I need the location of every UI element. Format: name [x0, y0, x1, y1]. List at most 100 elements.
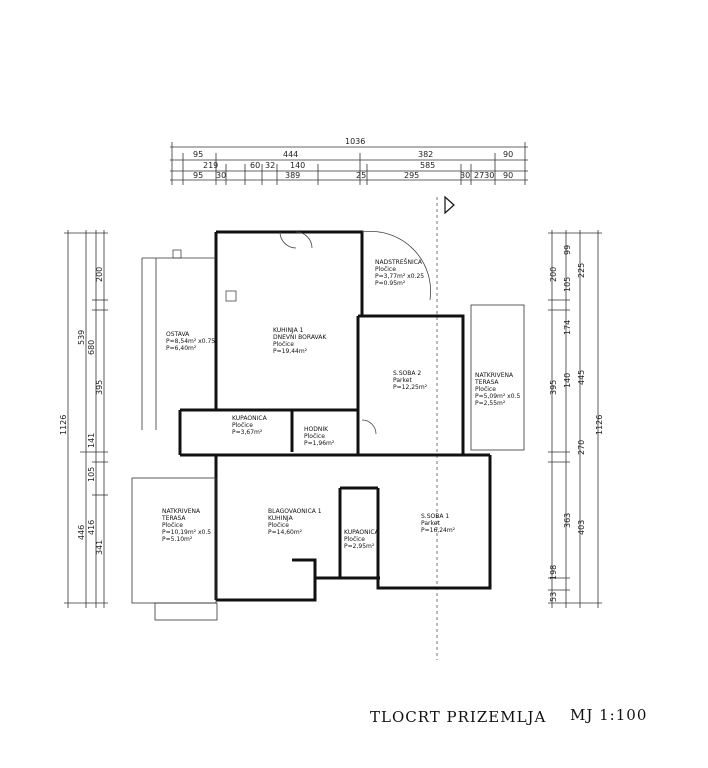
room-area: P=10,19m² x0.5	[162, 529, 211, 536]
room-hodnik: HODNIK Pločice P=1,96m²	[304, 426, 335, 447]
dim-right: 445	[577, 370, 586, 385]
room-terasa-right: NATKRIVENA TERASA Pločice P=5,09m² x0.5 …	[474, 372, 520, 407]
section-arrow-icon	[444, 195, 455, 215]
dim-top: 95	[193, 150, 203, 159]
room-floor: Pločice	[344, 536, 365, 543]
room-floor: Pločice	[375, 266, 396, 273]
room-name: NADSTREŠNICA	[375, 259, 423, 266]
dim-right: 363	[563, 513, 572, 528]
room-area: P=19,44m²	[273, 348, 308, 355]
dim-top: 295	[404, 171, 419, 180]
dim-right: 200	[549, 267, 558, 282]
room-area: P=5.10m²	[162, 536, 193, 543]
room-name: TERASA	[161, 515, 186, 522]
dim-right: 53	[549, 592, 558, 602]
dim-top: 60	[250, 161, 260, 170]
dim-top: 30	[460, 171, 470, 180]
drawing-title: TLOCRT PRIZEMLJA	[370, 708, 546, 726]
room-terasa-left: NATKRIVENA TERASA Pločice P=10,19m² x0.5…	[161, 508, 211, 543]
room-area: P=3,67m²	[232, 429, 263, 436]
room-floor: Pločice	[268, 522, 289, 529]
room-soba1: S.SOBA 1 Parket P=16,24m²	[421, 513, 456, 534]
dim-left: 539	[77, 330, 86, 345]
dim-right: 1126	[595, 415, 604, 435]
room-name: S.SOBA 2	[393, 370, 421, 377]
room-kupaonica-bottom: KUPAONICA Pločice P=2,95m²	[344, 529, 380, 550]
section-line	[436, 195, 455, 660]
room-floor: Pločice	[475, 386, 496, 393]
dim-right: 105	[563, 277, 572, 292]
room-area: P=0.95m²	[375, 280, 406, 287]
dim-top: 90	[503, 150, 513, 159]
room-area: P=5,09m² x0.5	[475, 393, 520, 400]
room-name: TERASA	[474, 379, 499, 386]
room-name: BLAGOVAONICA 1	[268, 508, 322, 515]
room-name: KUPAONICA	[232, 415, 268, 422]
room-area: P=14,60m²	[268, 529, 303, 536]
dim-top: 2730	[474, 171, 494, 180]
top-dimensions: 1036 95 444 382 90 219 60 32 140 585 95 …	[170, 137, 528, 185]
dim-right: 99	[563, 245, 572, 255]
chimney-icon	[225, 290, 237, 302]
right-dimensions: 200 395 198 53 99 105 174 140 363 225 44…	[548, 230, 604, 608]
dim-right: 270	[577, 440, 586, 455]
drawing-scale: MJ 1:100	[570, 706, 647, 724]
column-icon	[172, 249, 182, 259]
room-floor: Pločice	[232, 422, 253, 429]
room-floor: Pločice	[273, 341, 294, 348]
dim-top: 219	[203, 161, 218, 170]
room-name: S.SOBA 1	[421, 513, 449, 520]
dim-top: 382	[418, 150, 433, 159]
dim-left: 1126	[59, 415, 68, 435]
dim-top-total: 1036	[345, 137, 365, 146]
room-floor: Pločice	[162, 522, 183, 529]
dim-top: 30	[216, 171, 226, 180]
room-area: P=12,25m²	[393, 384, 428, 391]
room-area: P=2,95m²	[344, 543, 375, 550]
dim-top: 95	[193, 171, 203, 180]
room-name: KUHINJA	[268, 515, 294, 522]
room-floor: Pločice	[304, 433, 325, 440]
dim-right: 140	[563, 373, 572, 388]
dim-top: 90	[503, 171, 513, 180]
dim-right: 225	[577, 263, 586, 278]
room-name: OSTAVA	[166, 331, 190, 338]
room-name: KUPAONICA	[344, 529, 380, 536]
room-kuhinja1: KUHINJA 1 DNEVNI BORAVAK Pločice P=19,44…	[273, 327, 327, 355]
dim-left: 141	[87, 433, 96, 448]
room-area: P=2,55m²	[475, 400, 506, 407]
dim-right: 395	[549, 380, 558, 395]
dim-left: 341	[95, 540, 104, 555]
room-name: KUHINJA 1	[273, 327, 304, 334]
dim-left: 200	[95, 267, 104, 282]
room-name: NATKRIVENA	[162, 508, 201, 515]
room-area: P=1,96m²	[304, 440, 335, 447]
room-nadstresnica: NADSTREŠNICA Pločice P=3,77m² x0.25 P=0.…	[375, 259, 424, 287]
dim-top: 389	[285, 171, 300, 180]
dim-top: 25	[356, 171, 366, 180]
room-floor: Parket	[421, 520, 440, 527]
dim-left: 416	[87, 520, 96, 535]
room-name: DNEVNI BORAVAK	[273, 334, 327, 341]
left-dimensions: 1126 539 446 680 141 105 416 200 395 341	[59, 230, 108, 608]
room-name: HODNIK	[304, 426, 329, 433]
dim-left: 105	[87, 467, 96, 482]
dim-left: 395	[95, 380, 104, 395]
dim-left: 446	[77, 525, 86, 540]
room-kupaonica-top: KUPAONICA Pločice P=3,67m²	[232, 415, 268, 436]
room-area: P=6,40m²	[166, 345, 197, 352]
dim-top: 585	[420, 161, 435, 170]
room-area: P=8,54m² x0.75	[166, 338, 215, 345]
dim-left: 680	[87, 340, 96, 355]
room-soba2: S.SOBA 2 Parket P=12,25m²	[393, 370, 428, 391]
room-ostava: OSTAVA P=8,54m² x0.75 P=6,40m²	[166, 331, 215, 352]
room-name: NATKRIVENA	[475, 372, 514, 379]
dim-right: 198	[549, 565, 558, 580]
doors	[172, 231, 431, 435]
room-area: P=3,77m² x0.25	[375, 273, 424, 280]
dim-right: 403	[577, 520, 586, 535]
room-blagovaonica: BLAGOVAONICA 1 KUHINJA Pločice P=14,60m²	[268, 508, 322, 536]
room-area: P=16,24m²	[421, 527, 456, 534]
dim-top: 32	[265, 161, 275, 170]
